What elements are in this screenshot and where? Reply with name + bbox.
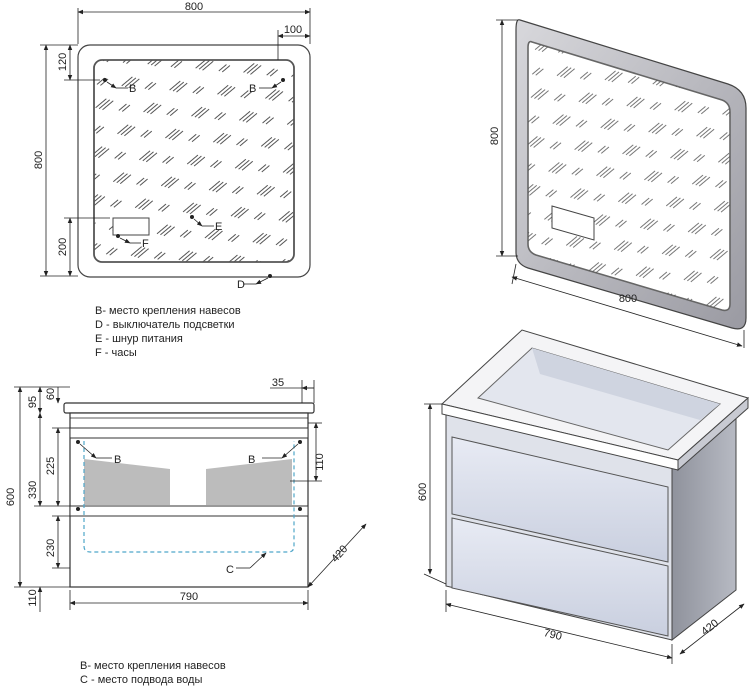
cabinet-iso-height-dim: 600 (417, 483, 429, 501)
cabinet-depth-dim: 420 (329, 543, 350, 565)
cabinet-iso-depth-dim: 420 (699, 617, 721, 638)
cabinet-hanger-b-right-label: B (248, 454, 255, 466)
cabinet-dim-60: 60 (45, 388, 57, 400)
mirror-iso-width-dim: 800 (619, 293, 637, 305)
mirror-glass (93, 59, 295, 263)
mirror-legend-line: E - шнур питания (95, 333, 183, 345)
cabinet-dim-95: 95 (27, 396, 39, 408)
mirror-legend-line: B- место крепления навесов (95, 305, 241, 317)
hanger-b-right-label: B (249, 83, 256, 95)
mirror-iso-clock (551, 205, 595, 241)
cabinet-total-height-dim: 600 (5, 488, 17, 506)
water-c-label: C (226, 564, 234, 576)
cabinet-front-view: B B C 35 600 95 60 330 225 230 110 (5, 377, 367, 612)
mirror-height-dim: 800 (33, 151, 45, 169)
cabinet-iso-drawer-top (451, 436, 669, 563)
mirror-width-dim: 800 (185, 1, 203, 13)
cabinet-top-rail (69, 427, 309, 439)
cabinet-legend-line: C - место подвода воды (80, 674, 202, 686)
cabinet-top-dim: 35 (272, 377, 284, 389)
cabinet-dim-110-right: 110 (314, 453, 326, 471)
clock-f-label: F (142, 238, 149, 250)
cabinet-width-dim: 790 (180, 591, 198, 603)
mirror-legend: B- место крепления навесов D - выключате… (95, 305, 241, 359)
cabinet-mid-rail (69, 505, 309, 517)
mirror-side-offset-dim: 100 (284, 24, 302, 36)
mirror-bottom-offset-dim: 200 (57, 238, 69, 256)
mirror-top-offset-dim: 120 (57, 53, 69, 71)
hanger-plate-right (206, 459, 292, 505)
switch-d-label: D (237, 279, 245, 291)
cabinet-legend: B- место крепления навесов C - место под… (80, 660, 226, 686)
mirror-legend-line: F - часы (95, 347, 137, 359)
mirror-front-view: 800 100 800 120 200 B B E F D (33, 1, 311, 291)
hanger-b-left-label: B (129, 83, 136, 95)
cabinet-dim-230: 230 (45, 539, 57, 557)
mirror-iso-height-dim: 800 (489, 127, 501, 145)
power-cord-e-label: E (215, 221, 222, 233)
mirror-iso-view: 800 800 (489, 19, 747, 348)
cabinet-dim-110-bottom: 110 (27, 589, 39, 607)
cabinet-iso-width-dim: 790 (542, 627, 563, 643)
cabinet-legend-line: B- место крепления навесов (80, 660, 226, 672)
cabinet-dim-225: 225 (45, 457, 57, 475)
cabinet-dim-330: 330 (27, 481, 39, 499)
water-supply-zone (83, 441, 295, 553)
mirror-legend-line: D - выключатель подсветки (95, 319, 235, 331)
hanger-plate-left (84, 459, 170, 505)
cabinet-iso-view: 600 790 420 (417, 329, 750, 664)
clock-display (112, 217, 150, 236)
cabinet-hanger-b-left-label: B (114, 454, 121, 466)
cabinet-countertop (63, 402, 315, 414)
